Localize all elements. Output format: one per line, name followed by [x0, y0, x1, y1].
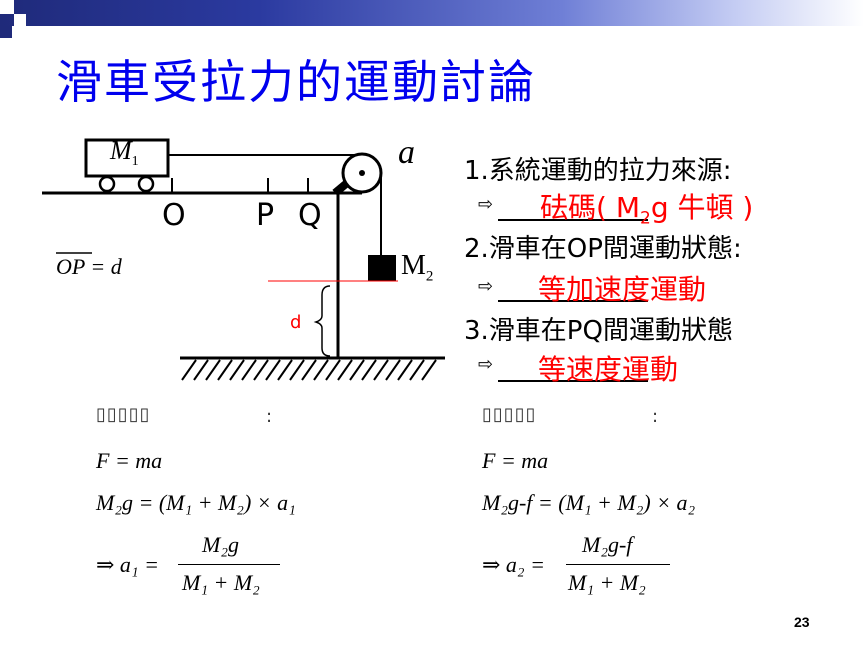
d-brace — [313, 285, 331, 357]
question-3: 3.滑車在PQ間運動狀態 — [464, 316, 733, 346]
cart-wheel — [98, 175, 116, 193]
page-number: 23 — [794, 614, 810, 630]
floor-hatching — [181, 359, 437, 381]
pulley-axle — [359, 170, 365, 176]
answer-3: 等速度運動 — [538, 353, 679, 386]
pulley-label: a — [398, 134, 415, 171]
right-eq-denominator: M₁ + M₂ — [568, 570, 646, 595]
top-banner — [0, 0, 864, 26]
right-eq-line1: F = ma — [482, 448, 549, 473]
question-2: 2.滑車在OP間運動狀態: — [464, 234, 742, 264]
point-o-label: O — [162, 198, 186, 233]
left-eq-line1: F = ma — [96, 448, 163, 473]
right-eq-numerator: M₂g-f — [582, 532, 633, 557]
left-eq-heading: ▯▯▯▯▯ — [96, 404, 151, 425]
pulley-diagram — [42, 138, 445, 381]
d-label: d — [290, 312, 302, 333]
arrow-icon: ⇨ — [478, 194, 494, 215]
corner-square-decoration — [14, 14, 26, 26]
slide-title: 滑車受拉力的運動討論 — [56, 55, 536, 109]
corner-square-decoration — [26, 26, 36, 36]
arrow-icon: ⇨ — [478, 354, 494, 375]
answer-blank-line — [498, 219, 648, 221]
corner-square-decoration — [0, 26, 12, 38]
right-eq-line2: M₂g-f = (M₁ + M₂) × a₂ — [482, 490, 696, 515]
right-eq-heading: ▯▯▯▯▯ — [482, 404, 537, 425]
answer-1: 砝碼( M2g 牛頓 ) — [540, 191, 754, 229]
right-eq-colon: : — [652, 406, 660, 427]
answer-blank-line — [498, 300, 648, 302]
fraction-bar — [566, 564, 670, 565]
right-eq-line3: ⇒ a₂ = — [482, 552, 545, 577]
left-eq-numerator: M₂g — [202, 532, 239, 557]
answer-2: 等加速度運動 — [538, 273, 707, 306]
mass-label: M2 — [401, 250, 434, 285]
corner-square-decoration — [0, 0, 14, 14]
answer-blank-line — [498, 380, 648, 382]
question-1: 1.系統運動的拉力來源: — [464, 156, 732, 186]
left-eq-line3: ⇒ a₁ = — [96, 552, 159, 577]
op-distance-label: OP = d — [56, 254, 122, 279]
cart-wheel — [137, 175, 155, 193]
point-q-label: Q — [298, 198, 322, 233]
left-eq-colon: : — [266, 406, 274, 427]
cart-label: M1 — [110, 136, 139, 170]
point-p-label: P — [256, 198, 275, 233]
left-eq-denominator: M₁ + M₂ — [182, 570, 260, 595]
arrow-icon: ⇨ — [478, 276, 494, 297]
left-eq-line2: M₂g = (M₁ + M₂) × a₁ — [96, 490, 296, 515]
fraction-bar — [178, 564, 280, 565]
cart-m1 — [84, 138, 170, 178]
mass-m2 — [368, 255, 396, 281]
